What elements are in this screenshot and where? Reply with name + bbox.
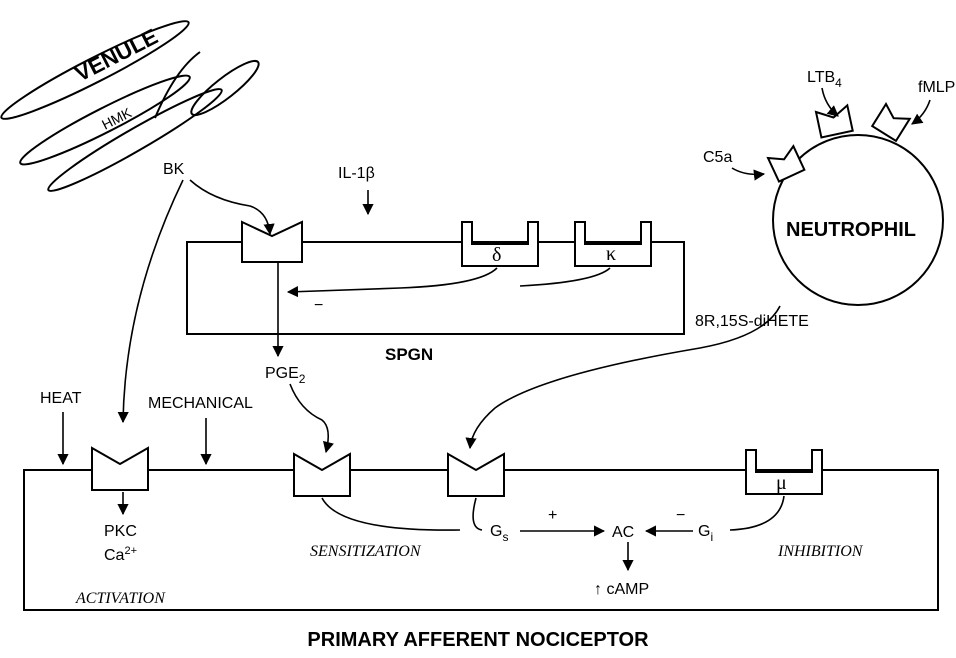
mu-label: μ bbox=[776, 472, 787, 494]
spgn-label: SPGN bbox=[385, 345, 433, 364]
mu-to-gi-line bbox=[730, 496, 784, 530]
bk-label: BK bbox=[163, 161, 185, 178]
spgn-minus-sign: − bbox=[314, 297, 323, 314]
dihete-label: 8R,15S-diHETE bbox=[695, 313, 809, 330]
pge2-arrow bbox=[290, 384, 328, 452]
camp-label: ↑ cAMP bbox=[594, 581, 649, 598]
kappa-inhibition-line bbox=[520, 268, 610, 286]
gi-label: Gi bbox=[698, 523, 713, 544]
activation-label: ACTIVATION bbox=[75, 590, 166, 607]
pkc-label: PKC bbox=[104, 523, 137, 540]
delta-label: δ bbox=[492, 244, 501, 266]
fmlp-arrow bbox=[912, 100, 930, 124]
ltb4-arrow bbox=[822, 88, 838, 116]
pge2-to-gs-line bbox=[322, 498, 460, 530]
c5a-receptor bbox=[768, 146, 804, 181]
inhibition-label: INHIBITION bbox=[777, 543, 864, 560]
ltb4-label: LTB4 bbox=[807, 69, 842, 90]
minus-gi-sign: − bbox=[676, 507, 685, 524]
delta-inhibition-arrow bbox=[288, 268, 497, 292]
ac-label: AC bbox=[612, 524, 634, 541]
sensitization-label: SENSITIZATION bbox=[310, 543, 422, 560]
gs-label: Gs bbox=[490, 523, 508, 544]
spgn-bk-receptor bbox=[242, 222, 302, 262]
pge2-label: PGE2 bbox=[265, 365, 306, 386]
bk-to-spgn-arrow bbox=[190, 180, 270, 234]
nociceptor-title: PRIMARY AFFERENT NOCICEPTOR bbox=[307, 629, 649, 651]
ltb4-receptor bbox=[816, 105, 853, 137]
dihete-to-gs-line bbox=[473, 498, 482, 530]
heat-label: HEAT bbox=[40, 390, 82, 407]
kappa-label: κ bbox=[606, 243, 616, 265]
ca-label: Ca2+ bbox=[104, 545, 137, 564]
c5a-label: C5a bbox=[703, 149, 732, 166]
il1b-label: IL-1β bbox=[338, 165, 375, 182]
c5a-arrow bbox=[732, 168, 764, 174]
fmlp-receptor bbox=[872, 104, 910, 141]
bk-to-nociceptor-arrow bbox=[123, 180, 183, 422]
dihete-receptor bbox=[448, 454, 504, 496]
mechanical-label: MECHANICAL bbox=[148, 395, 253, 412]
plus-sign: + bbox=[548, 507, 557, 524]
neutrophil-label: NEUTROPHIL bbox=[786, 219, 916, 241]
fmlp-label: fMLP bbox=[918, 79, 955, 96]
pge2-receptor bbox=[294, 454, 350, 496]
bk-receptor-nociceptor bbox=[92, 448, 148, 490]
